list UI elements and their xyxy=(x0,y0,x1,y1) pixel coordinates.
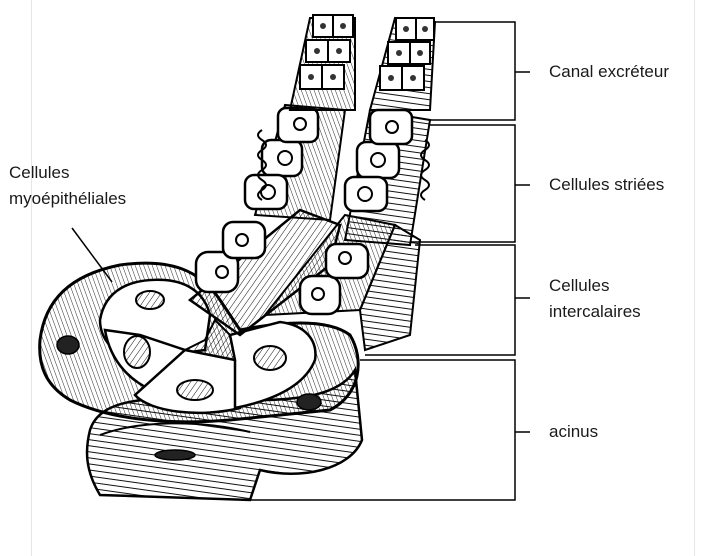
bracket-canal-excreteur xyxy=(430,22,515,120)
excretory-duct xyxy=(290,15,435,110)
label-acinus: acinus xyxy=(549,421,598,443)
label-cellules-striees: Cellules striées xyxy=(549,174,664,196)
label-cellules-intercalaires-line2: intercalaires xyxy=(549,301,641,323)
label-canal-excreteur: Canal excréteur xyxy=(549,61,669,83)
label-myoepitheliales-line2: myoépithéliales xyxy=(9,188,126,210)
label-myoepitheliales-line1: Cellules xyxy=(9,162,69,184)
label-cellules-intercalaires-line1: Cellules xyxy=(549,275,609,297)
